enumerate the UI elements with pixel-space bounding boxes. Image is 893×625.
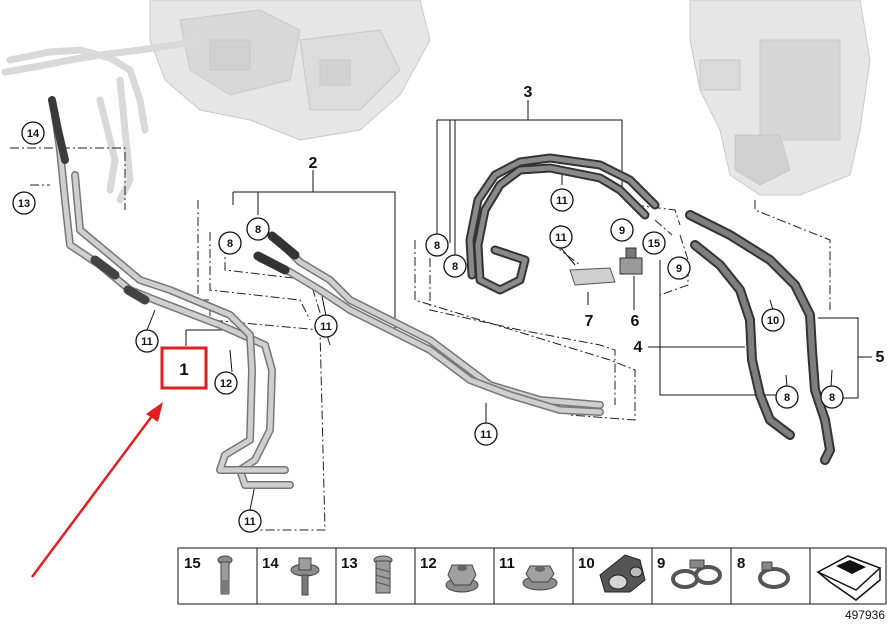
bubble-11-a: 11 [135, 329, 159, 353]
bubble-15: 15 [642, 231, 666, 255]
red-arrow [30, 402, 163, 578]
hardware-legend: 15 14 13 [177, 547, 887, 605]
svg-text:11: 11 [320, 321, 332, 333]
highlight-box [160, 346, 208, 390]
svg-text:10: 10 [767, 315, 779, 327]
bubble-9-b: 9 [667, 256, 691, 280]
bubble-8-b: 8 [218, 231, 242, 255]
heater-unit-background [689, 0, 871, 196]
legend-item-10[interactable]: 10 [578, 554, 646, 593]
svg-text:8: 8 [452, 261, 458, 273]
pipe-clip-icon [599, 554, 646, 593]
bubble-10: 10 [761, 308, 785, 332]
bubble-8-f: 8 [820, 385, 844, 409]
svg-text:11: 11 [556, 195, 568, 207]
part-1-coolant-line [48, 96, 294, 489]
legend-item-13[interactable]: 13 [341, 555, 393, 594]
engine-block-background [149, 0, 431, 141]
legend-item-15[interactable]: 15 [184, 555, 233, 595]
legend-item-9[interactable]: 9 [657, 555, 722, 589]
bolt-icon [217, 555, 233, 595]
bubble-13: 13 [12, 191, 36, 215]
svg-text:14: 14 [27, 128, 40, 140]
svg-text:11: 11 [480, 429, 492, 441]
part-bubbles: 14 13 8 8 8 8 8 8 11 11 11 11 11 11 12 9… [12, 121, 844, 533]
svg-text:11: 11 [244, 516, 256, 528]
svg-text:15: 15 [648, 238, 660, 250]
label-part-1: 1 [179, 360, 188, 379]
label-part-5: 5 [876, 349, 885, 366]
group-labels: 2 3 4 5 6 7 [309, 84, 885, 366]
sheet-metal-symbol-icon [816, 555, 882, 601]
bubble-11-b: 11 [314, 314, 338, 338]
bubble-12: 12 [214, 371, 238, 395]
label-part-4: 4 [634, 339, 643, 356]
svg-text:9: 9 [657, 555, 665, 572]
svg-text:12: 12 [220, 378, 232, 390]
svg-text:14: 14 [262, 555, 279, 572]
flange-nut-icon [522, 565, 558, 591]
bubble-9-a: 9 [610, 218, 634, 242]
bubble-8-c: 8 [425, 233, 449, 257]
bubble-11-e: 11 [550, 188, 574, 212]
hose-clamp-icon [758, 561, 790, 589]
svg-text:8: 8 [434, 240, 440, 252]
legend-item-8[interactable]: 8 [737, 555, 790, 589]
svg-text:10: 10 [578, 555, 595, 572]
label-part-2: 2 [309, 155, 318, 172]
part-3-coolant-hose [465, 153, 660, 295]
legend-item-11[interactable]: 11 [499, 555, 558, 591]
bubble-8-a: 8 [246, 217, 270, 241]
bubble-11-d: 11 [238, 509, 262, 533]
label-part-7: 7 [585, 313, 594, 330]
legend-item-12[interactable]: 12 [420, 555, 479, 593]
svg-text:11: 11 [555, 232, 567, 244]
part-7-bracket [569, 267, 616, 286]
svg-text:8: 8 [255, 224, 261, 236]
collar-screw-icon [290, 557, 320, 596]
bubble-11-f: 11 [549, 225, 573, 249]
legend-item-14[interactable]: 14 [262, 555, 320, 596]
reference-number: 497936 [845, 608, 885, 622]
rivet-nut-icon [373, 555, 393, 594]
part-5-coolant-hose [685, 210, 835, 465]
svg-text:9: 9 [619, 225, 625, 237]
svg-text:8: 8 [227, 238, 233, 250]
double-clamp-icon [671, 559, 722, 589]
bubble-14: 14 [21, 121, 45, 145]
svg-text:13: 13 [18, 198, 30, 210]
svg-text:9: 9 [676, 263, 682, 275]
part-2-coolant-line [253, 231, 604, 416]
hex-nut-icon [445, 564, 479, 593]
svg-text:8: 8 [737, 555, 745, 572]
svg-text:15: 15 [184, 555, 201, 572]
label-part-6: 6 [631, 313, 640, 330]
part-6-valve [619, 247, 643, 275]
svg-text:12: 12 [420, 555, 437, 572]
bubble-11-c: 11 [474, 422, 498, 446]
bubble-8-d: 8 [443, 254, 467, 278]
part-4-coolant-hose [690, 240, 795, 440]
svg-text:11: 11 [499, 555, 515, 572]
svg-text:8: 8 [829, 392, 835, 404]
highlighted-part-1[interactable]: 1 [160, 346, 208, 390]
label-part-3: 3 [524, 84, 533, 101]
svg-text:13: 13 [341, 555, 358, 572]
bubble-8-e: 8 [775, 385, 799, 409]
svg-text:8: 8 [784, 392, 790, 404]
svg-text:11: 11 [141, 336, 153, 348]
leader-lines [146, 100, 872, 511]
